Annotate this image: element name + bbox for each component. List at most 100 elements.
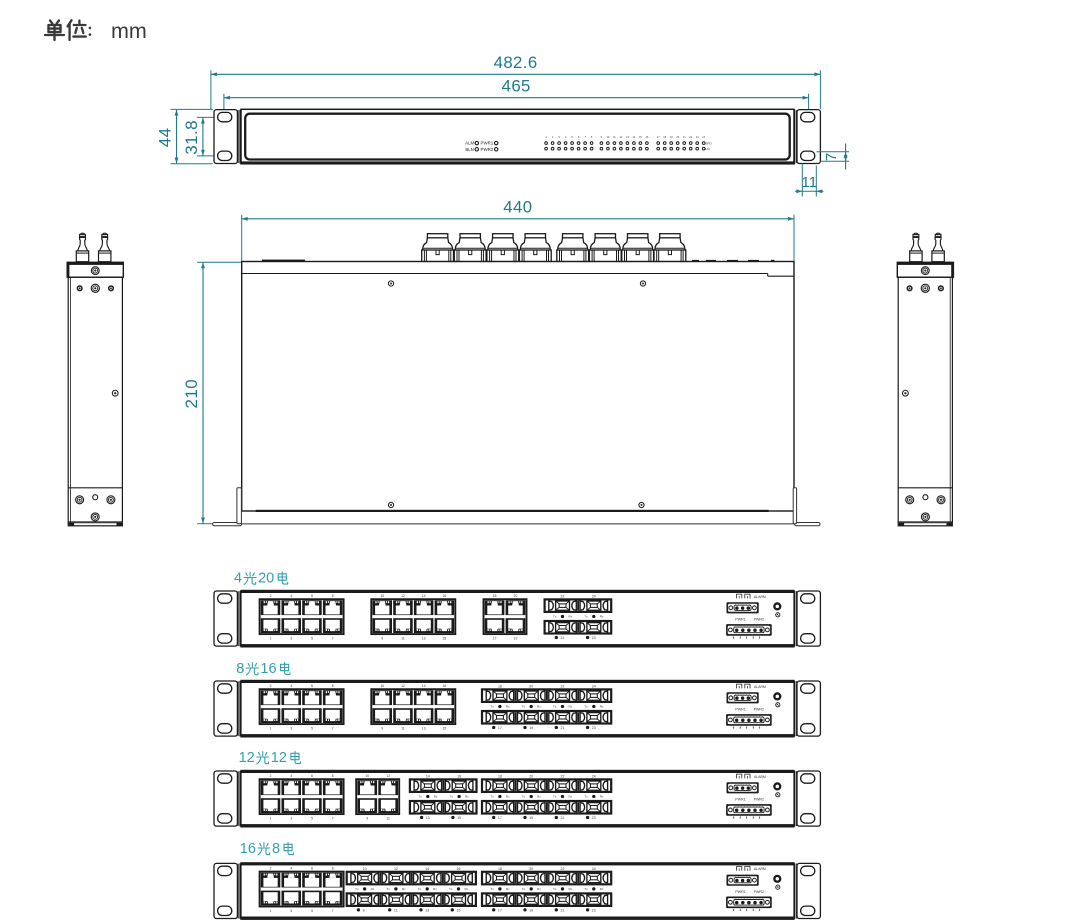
svg-text:Rx: Rx [568,705,572,709]
svg-text:11: 11 [401,727,405,731]
svg-text:7: 7 [823,153,840,161]
svg-text:20: 20 [529,775,533,779]
svg-text:Tx: Tx [418,795,422,799]
svg-text:1: 1 [270,817,272,821]
svg-text:Tx: Tx [418,887,422,891]
svg-text:482.6: 482.6 [494,53,538,72]
svg-text:21: 21 [683,135,686,139]
svg-text:PWR1: PWR1 [735,618,745,622]
svg-text:9: 9 [381,727,383,731]
svg-text:17: 17 [498,726,502,730]
svg-text:1: 1 [270,727,272,731]
svg-text:23: 23 [696,135,699,139]
svg-text:9: 9 [601,135,603,139]
svg-text:Rx: Rx [506,887,510,891]
svg-text:3: 3 [290,637,292,641]
svg-text:8: 8 [332,684,334,688]
svg-text:12: 12 [619,135,622,139]
svg-text:11: 11 [613,135,616,139]
svg-text:6: 6 [311,866,313,870]
svg-text:L/A: L/A [706,147,711,151]
svg-text:2: 2 [552,135,554,139]
svg-text:Tx: Tx [522,705,526,709]
svg-text:4: 4 [290,774,292,778]
svg-text:15: 15 [639,135,642,139]
svg-text:Rx: Rx [537,705,541,709]
svg-text:22: 22 [689,135,692,139]
svg-text:16: 16 [457,867,461,871]
svg-text:16: 16 [260,661,276,677]
svg-text:24: 24 [592,685,596,689]
svg-text:19: 19 [529,726,533,730]
svg-text:ALARM: ALARM [754,595,766,599]
svg-text:5: 5 [311,817,313,821]
svg-text:22: 22 [561,685,565,689]
svg-text:Rx: Rx [600,705,604,709]
svg-text:20: 20 [258,571,274,587]
svg-text:20: 20 [529,685,533,689]
svg-text:15: 15 [457,816,461,820]
svg-text:19: 19 [514,637,518,641]
svg-text:Rx: Rx [568,887,572,891]
svg-text:PWR2: PWR2 [754,618,764,622]
svg-text:7: 7 [332,637,334,641]
svg-text:23: 23 [592,909,596,913]
svg-text:PWR1: PWR1 [735,798,745,802]
svg-text:Rx: Rx [537,887,541,891]
svg-text:PWR1: PWR1 [481,141,494,146]
svg-text:16: 16 [443,594,447,598]
svg-text:14: 14 [632,135,635,139]
svg-text:mm: mm [111,19,147,43]
svg-text:10: 10 [380,594,384,598]
svg-text:4: 4 [290,866,292,870]
svg-text:16: 16 [443,684,447,688]
svg-text:Tx: Tx [553,705,557,709]
svg-text:4: 4 [234,571,242,587]
svg-text:18: 18 [498,685,502,689]
svg-text:11: 11 [394,909,398,913]
svg-text:4: 4 [290,684,292,688]
svg-text:2: 2 [270,684,272,688]
svg-text:Tx: Tx [355,887,359,891]
svg-text:4: 4 [565,135,567,139]
svg-text:3: 3 [290,817,292,821]
svg-text:Rx: Rx [600,887,604,891]
svg-text:440: 440 [503,198,532,217]
svg-text:8: 8 [332,866,334,870]
svg-text:12: 12 [271,750,287,766]
svg-text:PWR1: PWR1 [735,708,745,712]
svg-text:22: 22 [561,867,565,871]
svg-text:22: 22 [561,775,565,779]
svg-text:8: 8 [236,661,244,677]
svg-text:16: 16 [645,135,648,139]
svg-text:3: 3 [290,727,292,731]
svg-text:20: 20 [529,867,533,871]
svg-text:PWR2: PWR2 [481,147,494,152]
svg-text:Tx: Tx [553,887,557,891]
svg-text:8: 8 [332,594,334,598]
svg-text:Tx: Tx [450,795,454,799]
svg-text:10: 10 [365,774,369,778]
svg-text:16: 16 [457,775,461,779]
svg-text:Rx: Rx [506,705,510,709]
svg-text:21: 21 [561,816,565,820]
svg-text:13: 13 [422,727,426,731]
svg-text:Tx: Tx [449,887,453,891]
svg-text:4: 4 [290,594,292,598]
svg-text:13: 13 [425,909,429,913]
svg-text:Tx: Tx [584,705,588,709]
svg-text:Tx: Tx [490,887,494,891]
svg-text:Rx: Rx [568,795,572,799]
svg-text:23: 23 [592,816,596,820]
svg-text:24: 24 [592,867,596,871]
svg-text:24: 24 [592,775,596,779]
svg-text:17: 17 [493,637,497,641]
svg-text:10: 10 [606,135,609,139]
svg-text:10: 10 [380,684,384,688]
svg-text:12: 12 [401,684,405,688]
svg-text:9: 9 [366,817,368,821]
svg-text:11: 11 [386,817,390,821]
svg-text:Rx: Rx [433,887,437,891]
svg-text:Tx: Tx [553,795,557,799]
svg-text:16: 16 [240,841,256,857]
